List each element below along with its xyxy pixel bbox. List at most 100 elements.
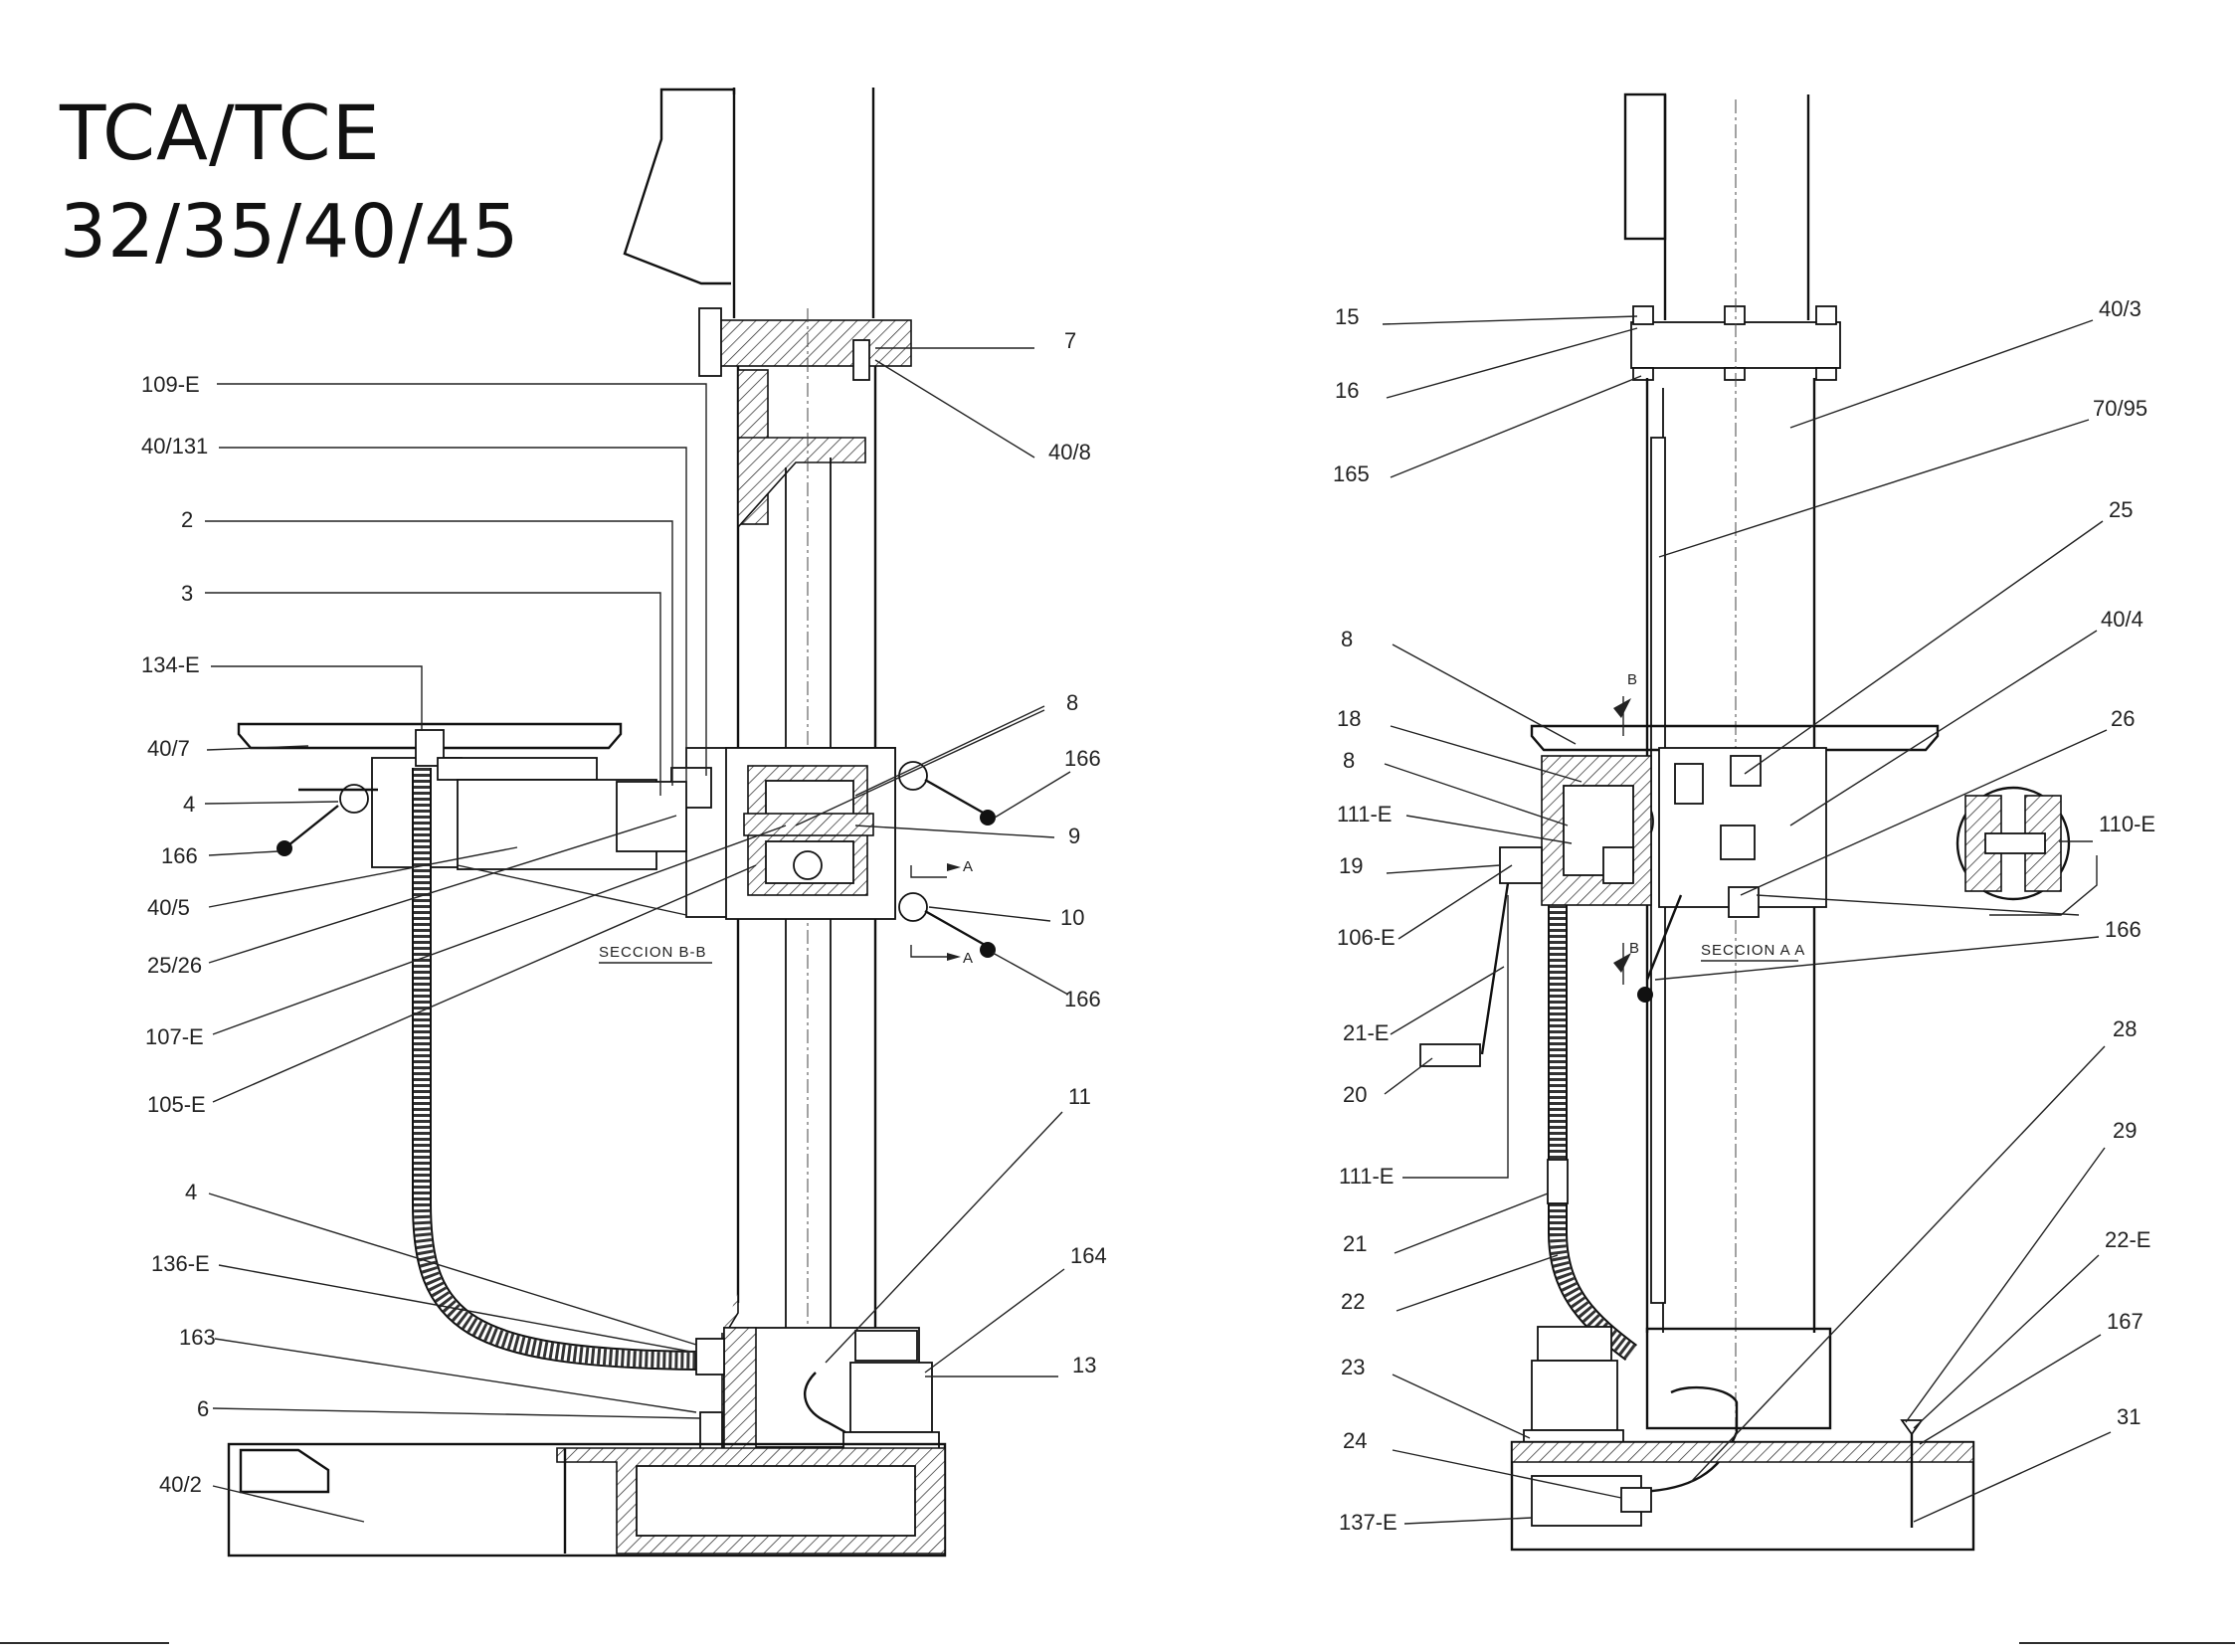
callout-7: 7 [1064,328,1076,353]
callout-136-e: 136-E [151,1251,210,1276]
leader-109-e [217,384,706,776]
section-arrow-b-top-label: B [1627,671,1638,688]
right-clamp-block [1675,764,1703,804]
callout-166-left: 166 [161,843,198,868]
leader-6 [213,1408,700,1418]
callout-166-upper-right: 166 [1064,746,1101,771]
callout-137-e: 137-E [1339,1510,1397,1535]
callout-23: 23 [1341,1355,1365,1379]
left-switch-cap [855,1331,917,1361]
left-lower-lever-knob [980,942,996,958]
leader-134-e [211,666,422,731]
left-base-tank [637,1466,915,1536]
right-flange-nut-1 [1633,306,1653,324]
leader-4-upper [205,802,338,804]
callout-40-8: 40/8 [1048,440,1091,464]
left-base-foot [241,1450,328,1492]
callout-20: 20 [1343,1082,1367,1107]
left-upper-lever-knob [980,810,996,826]
section-b-b-label: SECCION B-B [599,944,707,961]
leader-40-8 [875,360,1034,458]
left-upper-lever [925,780,985,814]
leader-15 [1383,316,1637,324]
right-crank-arm [1482,883,1508,1054]
leader-28 [1691,1046,2105,1482]
right-lock-block [1729,887,1759,917]
leader-25-right [1745,521,2103,774]
callout-40-131: 40/131 [141,434,208,459]
callout-10: 10 [1060,905,1084,930]
leader-166-lower-right [993,953,1068,995]
right-carriage-nut [1731,756,1761,786]
right-pinion [1603,847,1633,883]
callout-2: 2 [181,507,193,532]
section-b-b-pin [794,851,822,879]
callout-4-upper: 4 [183,792,195,817]
right-work-table [1532,726,1938,750]
callout-11-left: 11 [1068,1084,1091,1109]
right-flange-nut-6 [1816,368,1836,380]
left-lower-housing-wall [724,1328,756,1452]
left-head-outline [625,90,734,283]
leader-11-left [826,1112,1062,1363]
leader-8-right-top [1393,644,1576,744]
callout-40-5: 40/5 [147,895,190,920]
callout-25-26: 25/26 [147,953,202,978]
left-carriage-side-plate [617,782,686,851]
section-arrow-a-bottom-label: A [963,950,974,967]
leader-105-e [213,865,756,1102]
right-crank-handle [1420,1044,1480,1066]
right-carriage-window [1721,826,1755,859]
section-arrow-a-top [911,865,947,877]
callout-9: 9 [1068,824,1080,848]
section-arrow-a-bottom-head [947,953,961,961]
section-arrow-a-top-label: A [963,858,974,875]
left-lower-lever [925,911,985,945]
leader-166-left [209,851,279,855]
section-arrow-a-top-head [947,863,961,871]
leader-20 [1385,1058,1432,1094]
right-base-fitting [1621,1488,1651,1512]
callout-6: 6 [197,1396,209,1421]
left-side-view: A A SECCION B-B [229,88,996,1556]
detail-screw [1985,833,2045,853]
callout-15: 15 [1335,304,1359,329]
left-flange-bolt [699,308,721,376]
right-base-top-plate [1512,1442,1973,1462]
callout-21: 21 [1343,1231,1367,1256]
section-b-b-screw [744,814,873,835]
callout-40-7: 40/7 [147,736,190,761]
leader-165 [1391,376,1641,477]
callout-110-e: 110-E [2099,812,2155,836]
right-motor-cap [1538,1327,1611,1361]
callout-107-e: 107-E [145,1024,204,1049]
left-clamp-lever [288,806,338,845]
callout-134-e: 134-E [141,652,200,677]
callout-8-right-mid: 8 [1343,748,1355,773]
callout-31: 31 [2117,1404,2141,1429]
left-conduit-fitting [696,1339,724,1375]
callout-22-e: 22-E [2105,1227,2150,1252]
leader-136-e [219,1265,696,1353]
left-callouts: 7 40/8 109-E 40/131 2 3 134-E 40/7 4 166… [141,328,1107,1522]
right-conduit-coils [1558,905,1631,1353]
callout-8-left: 8 [1066,690,1078,715]
callout-13: 13 [1072,1353,1096,1377]
right-lever-knob [1637,987,1653,1003]
leader-106-e [1398,865,1512,939]
section-arrow-b-top-head [1613,698,1631,718]
leader-167 [1920,1335,2101,1444]
left-carriage-link [458,865,686,915]
callout-167: 167 [2107,1309,2143,1334]
callout-21-e: 21-E [1343,1020,1389,1045]
leader-23 [1393,1375,1530,1438]
callout-163: 163 [179,1325,216,1350]
leader-22-e [1914,1255,2099,1428]
leader-21 [1395,1193,1548,1253]
section-a-a-label: SECCION A A [1701,942,1805,959]
callout-40-3: 40/3 [2099,296,2142,321]
callout-105-e: 105-E [147,1092,206,1117]
left-lower-lever-hub [899,893,927,921]
